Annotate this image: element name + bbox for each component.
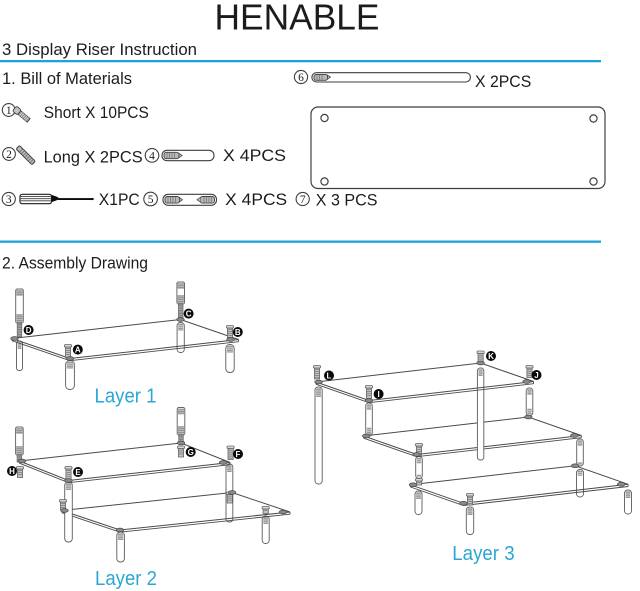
svg-text:1. Bill of Materials: 1. Bill of Materials [2,69,132,88]
svg-text:5: 5 [148,194,154,206]
svg-text:X 4PCS: X 4PCS [223,146,286,165]
svg-text:Short X 10PCS: Short X 10PCS [44,103,149,122]
svg-text:H: H [9,467,15,476]
svg-text:G: G [188,448,194,457]
svg-text:D: D [26,326,32,335]
svg-text:J: J [534,371,538,380]
svg-text:C: C [186,310,192,319]
svg-text:Long X 2PCS: Long X 2PCS [44,147,143,166]
svg-text:X 3 PCS: X 3 PCS [316,191,378,210]
svg-text:F: F [236,450,241,459]
svg-text:X 2PCS: X 2PCS [475,72,531,91]
svg-text:HENABLE: HENABLE [215,0,380,38]
svg-text:L: L [327,371,332,380]
svg-text:E: E [75,468,81,477]
svg-text:6: 6 [298,72,304,84]
svg-text:K: K [488,352,494,361]
svg-text:7: 7 [300,194,306,206]
svg-text:Layer 1: Layer 1 [95,386,157,408]
svg-text:2. Assembly Drawing: 2. Assembly Drawing [2,253,148,272]
svg-text:A: A [75,346,81,355]
svg-text:I: I [377,390,379,399]
svg-text:2: 2 [6,149,12,161]
svg-text:B: B [235,328,241,337]
svg-text:X 4PCS: X 4PCS [225,190,287,209]
svg-text:Layer 2: Layer 2 [95,568,157,590]
svg-text:3 Display Riser Instruction: 3 Display Riser Instruction [2,40,197,59]
svg-text:4: 4 [149,150,155,162]
svg-text:3: 3 [6,194,12,206]
svg-text:Layer 3: Layer 3 [452,543,514,565]
svg-text:1: 1 [6,105,12,117]
svg-text:X1PC: X1PC [99,190,140,209]
